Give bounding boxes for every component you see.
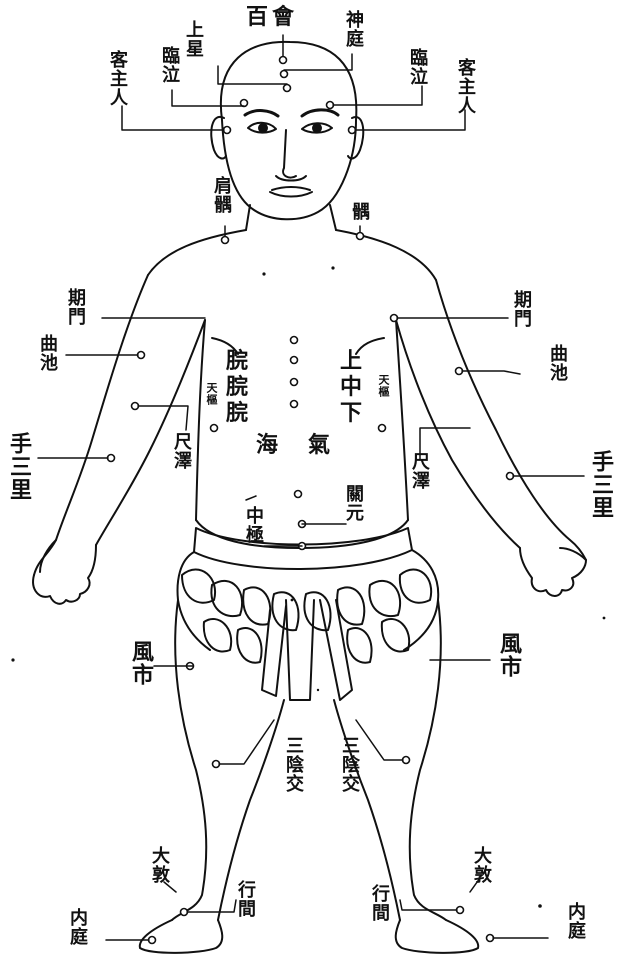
label-wan-2: 脘 [226,376,249,398]
body-outline [33,230,586,604]
label-sanyinjiao-left: 三陰交 [284,736,302,793]
loincloth [178,528,439,700]
label-baihui: 百會 [246,6,298,28]
label-quchi-right: 曲池 [548,344,566,382]
label-chize-right: 尺澤 [410,452,428,490]
label-chize-left: 尺澤 [172,432,190,470]
label-xingjian-right: 行間 [370,884,388,922]
label-qimen-right: 期門 [512,290,530,328]
label-xingjian-left: 行間 [236,880,254,918]
label-xia: 下 [340,402,363,424]
label-jianyu-left: 肩髃 [212,176,230,214]
label-tianshu-left: 天樞 [206,382,217,406]
label-dadun-right: 大敦 [472,846,490,884]
label-qi: 氣 [308,434,331,456]
label-kezhuren-left: 客主人 [108,50,126,107]
label-guanyuan: 關元 [344,484,362,522]
ink-specks [11,266,605,907]
label-fengshi-right: 風市 [498,632,520,678]
label-neiting-right: 内庭 [566,902,584,940]
label-zhongji: 中極 [244,506,262,544]
label-qimen-left: 期門 [66,288,84,326]
label-shousanli-left: 手三里 [8,432,30,501]
label-shangxing: 上星 [184,20,202,58]
label-quchi-left: 曲池 [38,334,56,372]
legs [140,600,478,953]
label-jianyu-right: 髃 [350,202,368,221]
label-shenting: 神庭 [344,10,362,48]
label-wan-1: 脘 [226,350,249,372]
label-sanyinjiao-right: 三陰交 [340,736,358,793]
label-zhong: 中 [340,376,363,398]
label-linqi-right: 臨泣 [408,48,426,86]
label-dadun-left: 大敦 [150,846,168,884]
label-tianshu-right: 天樞 [378,374,389,398]
label-neiting-left: 内庭 [68,908,86,946]
label-fengshi-left: 風市 [130,640,152,686]
leader-lines [38,35,584,940]
label-wan-3: 脘 [226,402,249,424]
label-shang: 上 [340,350,363,372]
label-kezhuren-right: 客主人 [456,58,474,115]
label-shousanli-right: 手三里 [590,450,612,519]
label-linqi-left: 臨泣 [160,46,178,84]
label-hai: 海 [256,434,279,456]
